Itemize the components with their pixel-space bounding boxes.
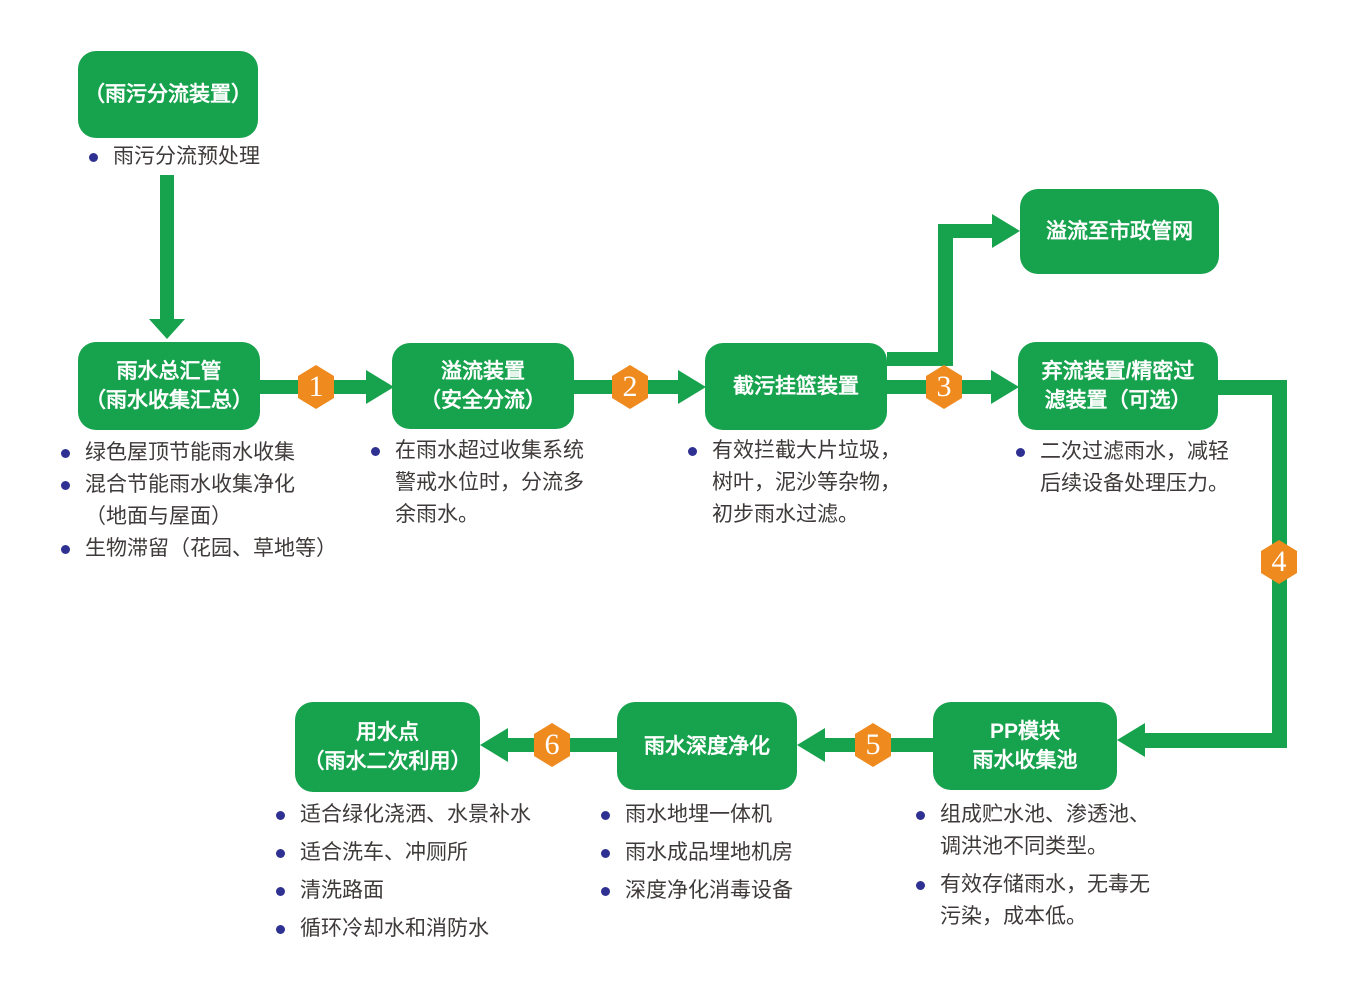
list-item: 绿色屋顶节能雨水收集 bbox=[57, 437, 337, 469]
list-item: 深度净化消毒设备 bbox=[597, 875, 793, 907]
node-title: （雨污分流装置） bbox=[84, 83, 252, 106]
arrowhead-into-municipal bbox=[992, 214, 1020, 248]
bullet-dot bbox=[276, 887, 285, 896]
bullet-dot bbox=[601, 887, 610, 896]
node-deep-purification: 雨水深度净化 bbox=[617, 702, 797, 790]
arrowhead-into-discard bbox=[991, 370, 1019, 404]
list-item: 循环冷却水和消防水 bbox=[272, 913, 531, 945]
step-number: 5 bbox=[865, 728, 881, 761]
node-pp-module-tank: PP模块 雨水收集池 bbox=[933, 702, 1117, 790]
arrowhead-down-into-mainpipe bbox=[149, 319, 185, 339]
node-title: 弃流装置/精密过 bbox=[1041, 360, 1195, 383]
node-interception-basket: 截污挂篮装置 bbox=[705, 343, 887, 430]
list-use-point: 适合绿化浇洒、水景补水 适合洗车、冲厕所 清洗路面 循环冷却水和消防水 bbox=[272, 799, 531, 951]
node-title: 截污挂篮装置 bbox=[733, 375, 859, 398]
bullet-dot bbox=[1016, 448, 1025, 457]
step-number: 6 bbox=[544, 728, 560, 761]
node-subtitle: 滤装置（可选） bbox=[1044, 389, 1192, 412]
bullet-dot bbox=[688, 447, 697, 456]
list-item: 适合绿化浇洒、水景补水 bbox=[272, 799, 531, 831]
node-discard-filter-device: 弃流装置/精密过 滤装置（可选） bbox=[1018, 342, 1218, 430]
bullet-dot bbox=[61, 449, 70, 458]
node-subtitle: 雨水收集池 bbox=[972, 749, 1078, 772]
list-purify: 雨水地埋一体机 雨水成品埋地机房 深度净化消毒设备 bbox=[597, 799, 793, 913]
list-item: 组成贮水池、渗透池、 调洪池不同类型。 bbox=[912, 799, 1150, 863]
list-item: 生物滞留（花园、草地等） bbox=[57, 533, 337, 565]
step-badge-3: 3 bbox=[926, 365, 962, 409]
step-badge-2: 2 bbox=[612, 365, 648, 409]
arrowhead-into-use-point bbox=[480, 728, 508, 762]
step-number: 3 bbox=[936, 370, 952, 403]
step-number: 1 bbox=[308, 370, 324, 403]
connector-branch-horizontal bbox=[887, 352, 953, 366]
list-main-pipe: 绿色屋顶节能雨水收集 混合节能雨水收集净化 （地面与屋面） 生物滞留（花园、草地… bbox=[57, 437, 337, 565]
list-item: 清洗路面 bbox=[272, 875, 531, 907]
list-item: 二次过滤雨水，减轻 后续设备处理压力。 bbox=[1012, 436, 1229, 500]
node-municipal-network: 溢流至市政管网 bbox=[1020, 189, 1219, 274]
step-number: 4 bbox=[1271, 545, 1287, 578]
bullet-dot bbox=[89, 153, 98, 162]
arrowhead-into-overflow bbox=[366, 370, 394, 404]
bullet-dot bbox=[276, 811, 285, 820]
node-title: 雨水总汇管 bbox=[116, 360, 222, 383]
node-subtitle: （雨水二次利用） bbox=[303, 750, 472, 773]
step-badge-5: 5 bbox=[855, 723, 891, 767]
node-title: 溢流装置 bbox=[441, 360, 525, 383]
node-title: 雨水深度净化 bbox=[644, 734, 770, 758]
bullet-dot bbox=[276, 849, 285, 858]
node-title: PP模块 bbox=[989, 720, 1060, 743]
bullet-dot bbox=[601, 849, 610, 858]
arrowhead-into-basket bbox=[678, 370, 706, 404]
connector-branch-vertical bbox=[938, 224, 953, 366]
list-item: 雨水成品埋地机房 bbox=[597, 837, 793, 869]
bullet-dot bbox=[61, 545, 70, 554]
step-badge-4: 4 bbox=[1261, 540, 1297, 584]
bullet-dot bbox=[601, 811, 610, 820]
arrowhead-into-purify bbox=[797, 728, 825, 762]
list-item: 雨水地埋一体机 bbox=[597, 799, 793, 831]
bullet-dot bbox=[276, 925, 285, 934]
node-subtitle: （安全分流） bbox=[420, 389, 546, 412]
list-discard: 二次过滤雨水，减轻 后续设备处理压力。 bbox=[1012, 436, 1229, 506]
list-basket: 有效拦截大片垃圾， 树叶，泥沙等杂物， 初步雨水过滤。 bbox=[684, 435, 901, 537]
bullet-dot bbox=[371, 447, 380, 456]
list-item: 在雨水超过收集系统 警戒水位时，分流多 余雨水。 bbox=[367, 435, 584, 531]
bullet-dot bbox=[916, 811, 925, 820]
connector-bottom-horizontal bbox=[1143, 733, 1287, 748]
step-badge-1: 1 bbox=[298, 365, 334, 409]
list-item: 适合洗车、冲厕所 bbox=[272, 837, 531, 869]
node-water-use-point: 用水点 （雨水二次利用） bbox=[295, 702, 480, 792]
node-rain-main-pipe: 雨水总汇管 （雨水收集汇总） bbox=[78, 342, 260, 430]
list-item: 有效存储雨水，无毒无 污染，成本低。 bbox=[912, 869, 1150, 933]
arrowhead-into-pp-module bbox=[1117, 723, 1145, 757]
list-item: 混合节能雨水收集净化 （地面与屋面） bbox=[57, 469, 337, 533]
connector-branch-top bbox=[950, 224, 994, 238]
bullet-dot bbox=[916, 881, 925, 890]
node-subtitle: （雨水收集汇总） bbox=[85, 389, 253, 412]
connector-separation-down bbox=[160, 175, 174, 321]
list-item: 雨污分流预处理 bbox=[85, 141, 260, 173]
bullet-dot bbox=[61, 481, 70, 490]
node-overflow-device: 溢流装置 （安全分流） bbox=[392, 343, 574, 429]
node-title: 用水点 bbox=[356, 721, 419, 744]
list-separation: 雨污分流预处理 bbox=[85, 141, 260, 179]
list-item: 有效拦截大片垃圾， 树叶，泥沙等杂物， 初步雨水过滤。 bbox=[684, 435, 901, 531]
list-pp-module: 组成贮水池、渗透池、 调洪池不同类型。 有效存储雨水，无毒无 污染，成本低。 bbox=[912, 799, 1150, 939]
connector-right-horizontal bbox=[1218, 380, 1287, 395]
step-badge-6: 6 bbox=[534, 723, 570, 767]
node-title: 溢流至市政管网 bbox=[1046, 220, 1193, 243]
list-overflow: 在雨水超过收集系统 警戒水位时，分流多 余雨水。 bbox=[367, 435, 584, 537]
node-separation-device: （雨污分流装置） bbox=[78, 51, 258, 138]
step-number: 2 bbox=[622, 370, 638, 403]
